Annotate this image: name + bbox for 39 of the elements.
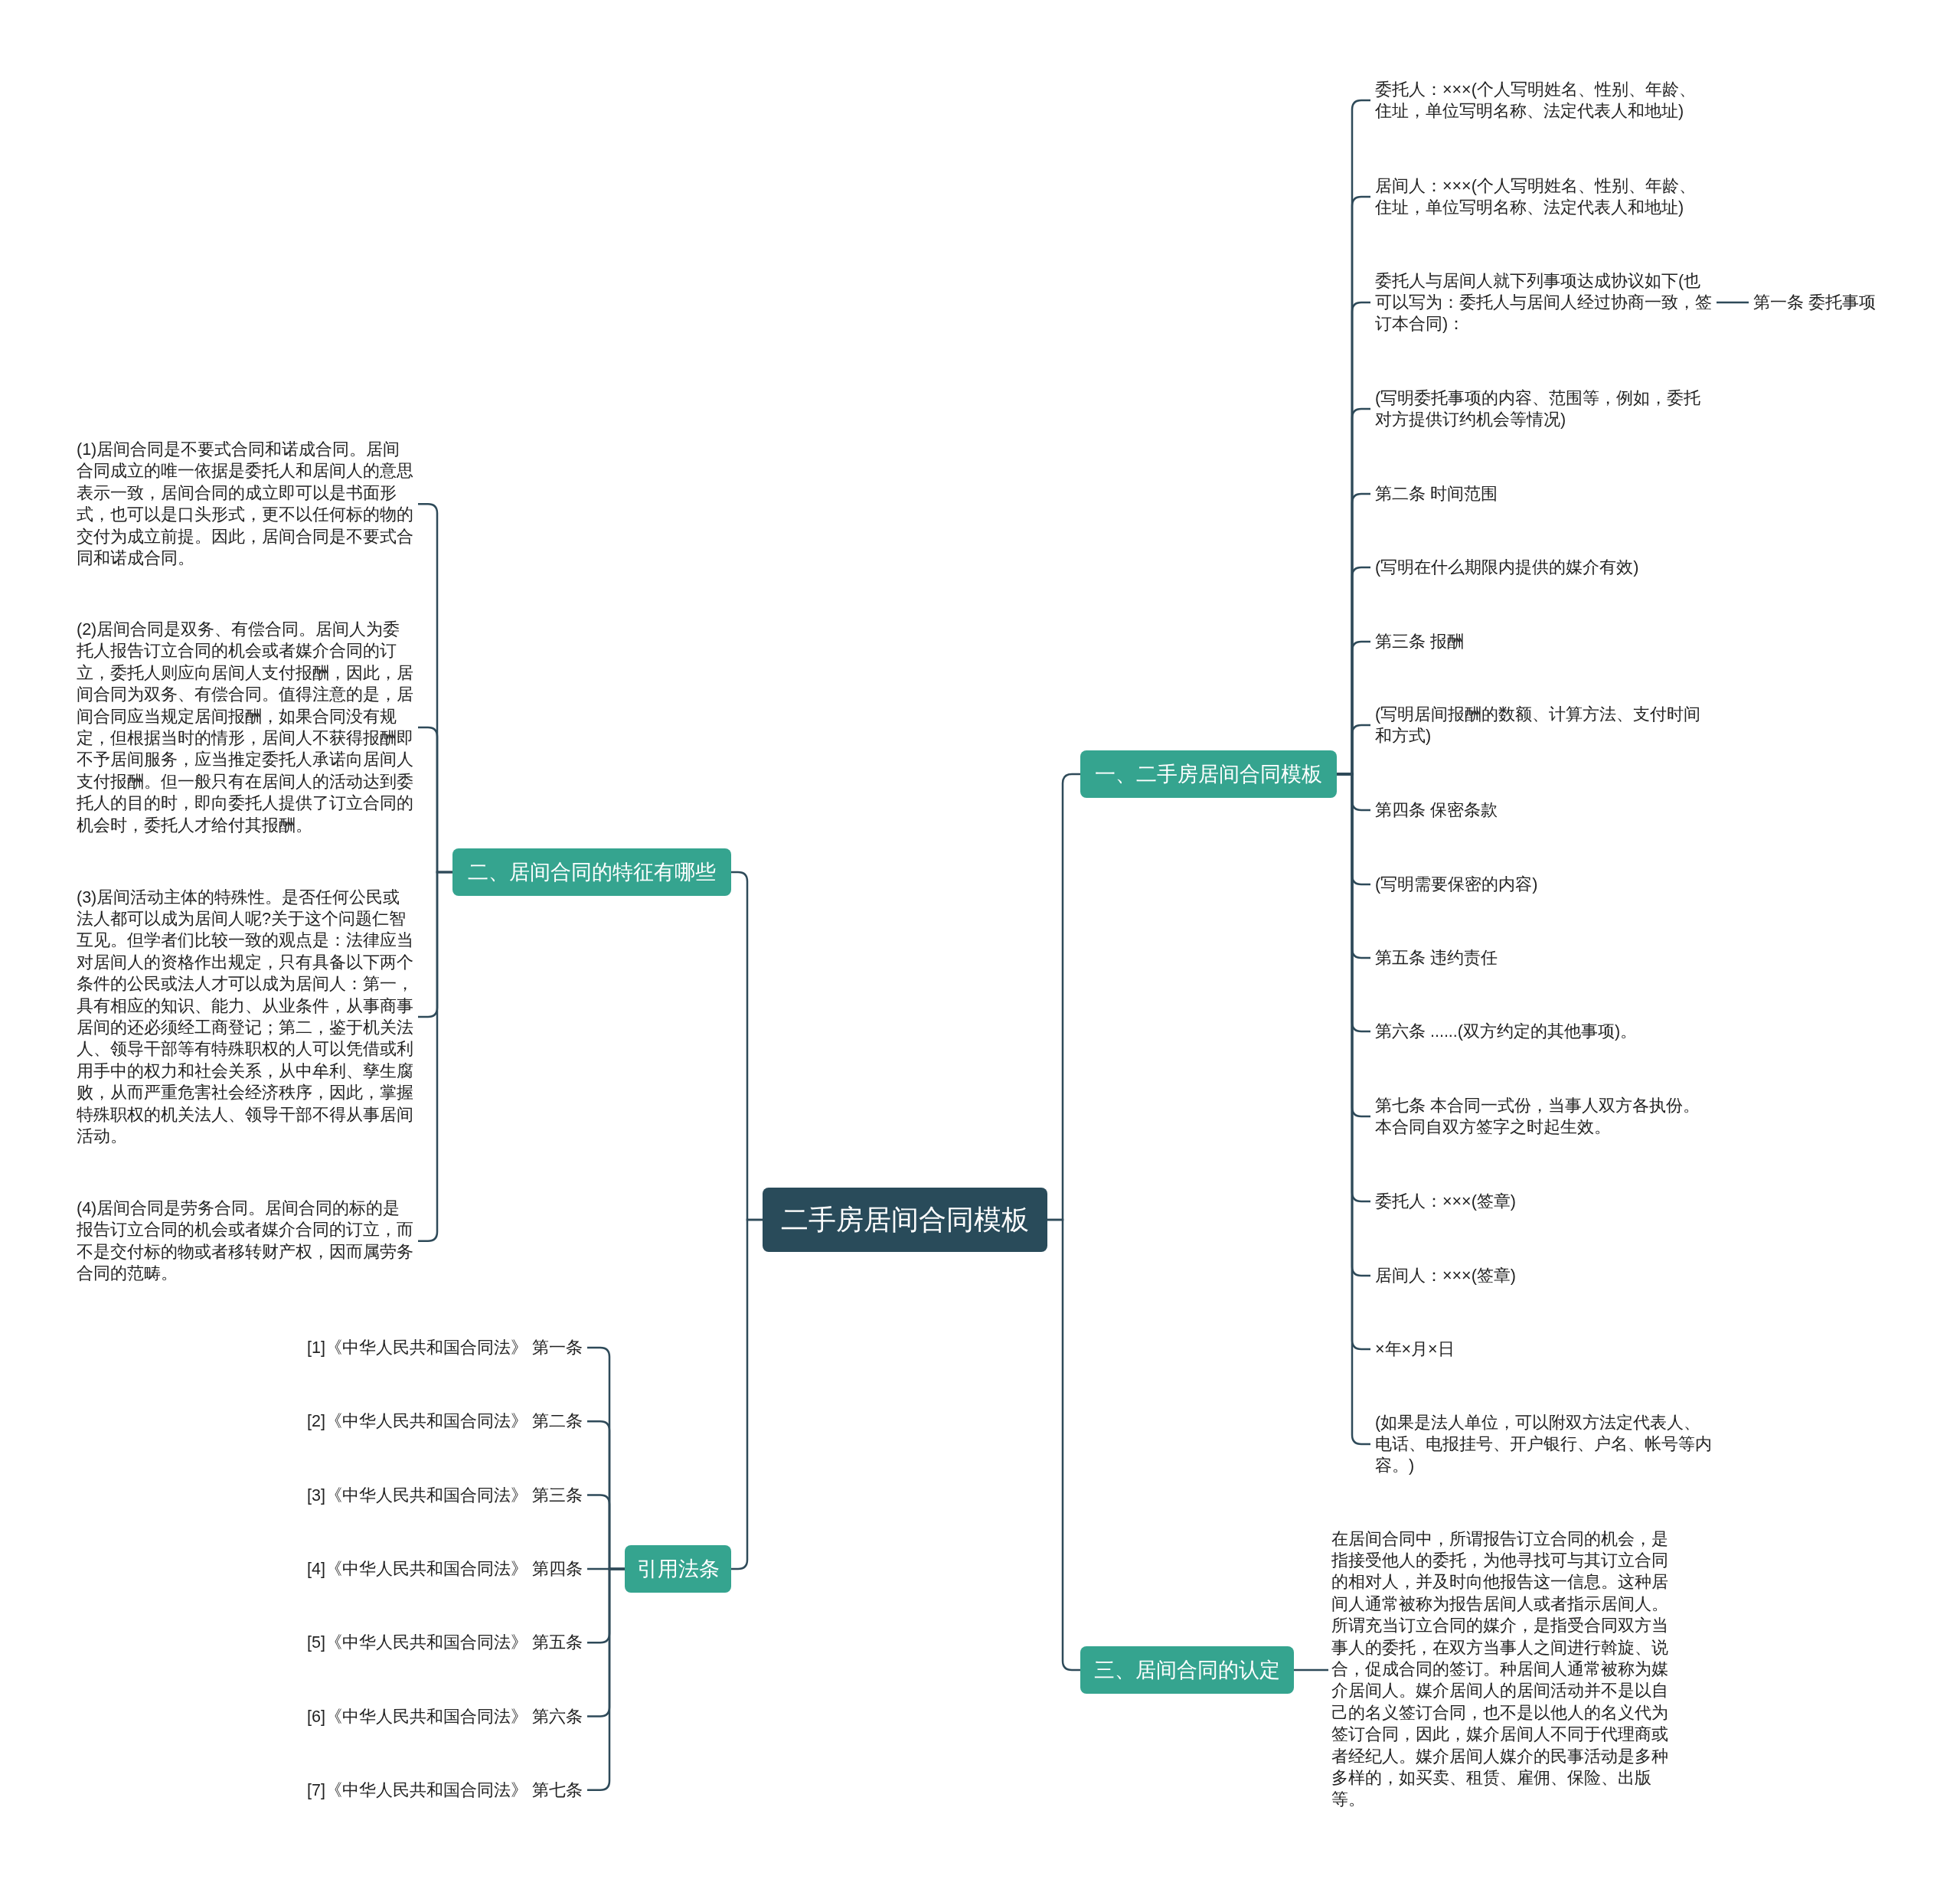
subtopic-text: (写明居间报酬的数额、计算方法、支付时间和方式) <box>1370 704 1717 747</box>
subtopic-text: 委托人：×××(个人写明姓名、性别、年龄、住址，单位写明名称、法定代表人和地址) <box>1370 79 1717 122</box>
subtopic-text: 第六条 ......(双方约定的其他事项)。 <box>1370 1021 1717 1042</box>
branch-topic-box: 一、二手房居间合同模板 <box>1080 750 1337 798</box>
subtopic-text: 第一条 委托事项 <box>1749 292 1902 313</box>
subtopic-text: (如果是法人单位，可以附双方法定代表人、电话、电报挂号、开户银行、户名、帐号等内容。) <box>1370 1412 1717 1476</box>
subtopic-text: 居间人：×××(个人写明姓名、性别、年龄、住址，单位写明名称、法定代表人和地址) <box>1370 175 1717 218</box>
note-paragraph: (2)居间合同是双务、有偿合同。居间人为委托人报告订立合同的机会或者媒介合同的订立，委托人则应向居间人支付报酬，因此，居间合同为双务、有偿合同。值得注意的是，居间合同应当规定居间报酬，如果合同没有规定，但根据当时的情形，居间人不获得报酬即不予居间服务，应当推定委托人承诺向居间人支付报酬。但一般只有在居间人的活动达到委托人的目的时，即向委托人提供了订立合同的机会时，委托人才给付其报酬。 <box>74 619 418 837</box>
connector-line <box>1294 1668 1328 1672</box>
citation-text: [6]《中华人民共和国合同法》 第六条 <box>273 1705 587 1727</box>
subtopic-text: 第三条 报酬 <box>1370 631 1717 652</box>
citation-text: [5]《中华人民共和国合同法》 第五条 <box>273 1632 587 1654</box>
subtopic-text: 第五条 违约责任 <box>1370 947 1717 969</box>
central-topic-box: 二手房居间合同模板 <box>763 1188 1047 1252</box>
subtopic-text: 委托人：×××(签章) <box>1370 1191 1717 1212</box>
note-paragraph: (3)居间活动主体的特殊性。是否任何公民或法人都可以成为居间人呢?关于这个问题仁智互见。但学者们比较一致的观点是：法律应当对居间人的资格作出规定，只有具备以下两个条件的公民或法人才可以成为居间人：第一，具有相应的知识、能力、从业条件，从事商事居间的还必须经工商登记；第二，鉴于机关法人、领导干部等有特殊职权的人可以凭借或利用手中的权力和社会关系，从中牟利、孳生腐败，从而严重危害社会经济秩序，因此，掌握特殊职权的机关法人、领导干部不得从事居间活动。 <box>74 886 418 1148</box>
citation-text: [4]《中华人民共和国合同法》 第四条 <box>273 1557 587 1580</box>
citation-text: [3]《中华人民共和国合同法》 第三条 <box>273 1484 587 1506</box>
note-paragraph: (1)居间合同是不要式合同和诺成合同。居间合同成立的唯一依据是委托人和居间人的意思表示一致，居间合同的成立即可以是书面形式，也可以是口头形式，更不以任何标的物的交付为成立前提。因此，居间合同是不要式合同和诺成合同。 <box>74 439 418 570</box>
citation-text: [1]《中华人民共和国合同法》 第一条 <box>273 1337 587 1358</box>
connector-line <box>731 1218 763 1570</box>
subtopic-text: (写明需要保密的内容) <box>1370 874 1717 895</box>
subtopic-text: 居间人：×××(签章) <box>1370 1265 1717 1286</box>
subtopic-text: ×年×月×日 <box>1370 1338 1717 1360</box>
subtopic-text: 第七条 本合同一式份，当事人双方各执份。本合同自双方签字之时起生效。 <box>1370 1095 1717 1138</box>
branch-topic-box: 二、居间合同的特征有哪些 <box>452 848 731 896</box>
subtopic-text: (写明委托事项的内容、范围等，例如，委托对方提供订约机会等情况) <box>1370 387 1717 430</box>
citation-text: [7]《中华人民共和国合同法》 第七条 <box>273 1779 587 1801</box>
subtopic-text: (写明在什么期限内提供的媒介有效) <box>1370 557 1717 578</box>
note-paragraph: 在居间合同中，所谓报告订立合同的机会，是指接受他人的委托，为他寻找可与其订立合同的相对人，并及时向他报告这一信息。这种居间人通常被称为报告居间人或者指示居间人。所谓充当订立合同的媒介，是指受合同双方当事人的委托，在双方当事人之间进行斡旋、说合，促成合同的签订。种居间人通常被称为媒介居间人。媒介居间人的居间活动并不是以自己的名义签订合同，也不是以他人的名义代为签订合同，因此，媒介居间人不同于代理商或者经纪人。媒介居间人媒介的民事活动是多种多样的，如买卖、租赁、雇佣、保险、出版等。 <box>1328 1528 1674 1811</box>
citation-text: [2]《中华人民共和国合同法》 第二条 <box>273 1410 587 1433</box>
subtopic-text: 委托人与居间人就下列事项达成协议如下(也可以写为：委托人与居间人经过协商一致，签订本合同)： <box>1370 270 1717 335</box>
branch-topic-box: 引用法条 <box>625 1545 731 1593</box>
subtopic-text: 第二条 时间范围 <box>1370 483 1717 505</box>
connector-line <box>1047 1218 1080 1672</box>
connector-line <box>1717 301 1749 304</box>
subtopic-text: 第四条 保密条款 <box>1370 799 1717 821</box>
note-paragraph: (4)居间合同是劳务合同。居间合同的标的是报告订立合同的机会或者媒介合同的订立，而不是交付标的物或者移转财产权，因而属劳务合同的范畴。 <box>74 1198 418 1285</box>
branch-topic-box: 三、居间合同的认定 <box>1080 1646 1294 1694</box>
